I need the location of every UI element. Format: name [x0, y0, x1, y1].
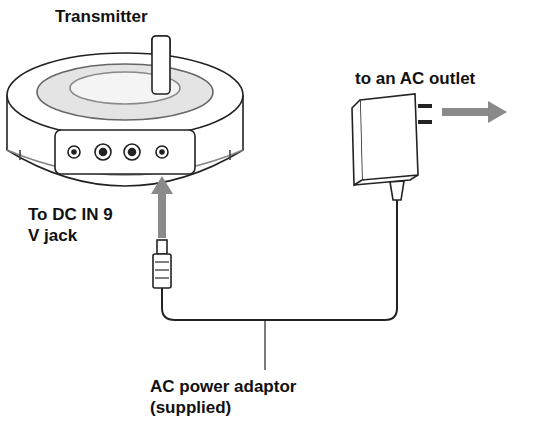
leader-line: [264, 321, 265, 370]
part-name: Transmitter: [55, 6, 215, 27]
dc-plug-cable: [153, 200, 397, 320]
transmitter-drawing: [7, 36, 243, 186]
part-name: AC power adaptor (supplied): [150, 376, 325, 418]
insert-arrow: [151, 176, 173, 238]
outlet-arrow: [442, 101, 507, 123]
jack-label: To DC IN 9 V jack: [28, 204, 114, 246]
ac-adaptor-drawing: [352, 94, 432, 200]
part-name: to an AC outlet: [355, 68, 555, 89]
